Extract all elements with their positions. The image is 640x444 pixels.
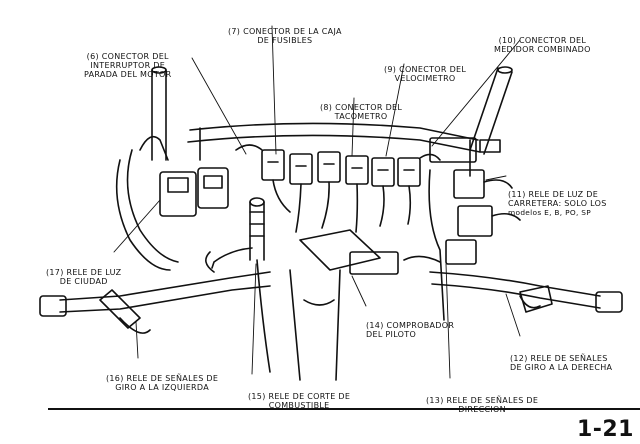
relay-11-13-box bbox=[428, 169, 521, 321]
left-fork-tube bbox=[139, 66, 169, 161]
connector-row bbox=[235, 144, 441, 233]
pilot-checker bbox=[289, 229, 399, 381]
handlebar-left bbox=[39, 271, 271, 329]
harness-wires bbox=[119, 247, 541, 334]
relay-17-box bbox=[115, 149, 229, 271]
page-number: 1-21 bbox=[576, 417, 634, 442]
bottom-rule bbox=[48, 408, 640, 410]
handlebar-right bbox=[429, 271, 623, 313]
label-turn-signal-relay: (13) RELE DE SEÑALES DEDIRECCION bbox=[426, 396, 539, 414]
leader-lines bbox=[113, 25, 521, 379]
fuel-cut-relay bbox=[249, 197, 271, 373]
